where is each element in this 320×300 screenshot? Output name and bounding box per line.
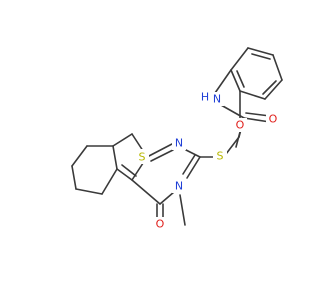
bond: [112, 145, 118, 170]
atom-symbol: O: [236, 119, 245, 132]
bond: [112, 133, 133, 147]
bond: [101, 168, 118, 195]
sulfur-atom-thiophene: S: [135, 149, 149, 164]
bond: [71, 165, 77, 190]
bond: [71, 145, 88, 167]
bond: [247, 47, 274, 56]
bond: [131, 179, 161, 205]
bond: [116, 168, 133, 181]
molecule-structure-diagram: S N H O O S N N: [71, 47, 283, 231]
bond: [146, 143, 173, 158]
bond: [264, 79, 283, 100]
bond: [182, 154, 196, 175]
bond: [262, 80, 277, 95]
bond: [185, 149, 201, 158]
bond: [150, 149, 174, 162]
bond: [225, 136, 240, 155]
bond: [272, 54, 283, 81]
sulfur-atom-thioether: S: [213, 148, 227, 163]
bond: [179, 194, 186, 226]
bond: [121, 164, 137, 177]
atom-symbol: N: [175, 137, 183, 150]
hydrogen-atom-amide: H: [199, 90, 211, 104]
bond: [239, 90, 266, 100]
nitrogen-atom-amide: N: [210, 92, 224, 106]
atom-symbol: N: [175, 180, 183, 193]
bond-layer: [71, 47, 283, 226]
bond: [235, 131, 241, 148]
atom-symbol: H: [201, 91, 209, 104]
oxygen-atom-amide: O: [266, 111, 280, 126]
bond: [243, 117, 271, 123]
bond: [75, 188, 103, 195]
bond: [230, 47, 249, 71]
atom-symbol: S: [217, 150, 224, 163]
bond: [236, 70, 245, 88]
atom-symbol: O: [269, 113, 278, 126]
atom-symbol: N: [213, 93, 221, 106]
nitrogen-atom-pyrimidine: N: [172, 136, 186, 150]
bond: [251, 53, 271, 60]
oxygen-atom-methoxy: O: [233, 118, 247, 132]
atom-label-layer: S N H O O S N N: [135, 90, 280, 231]
nitrogen-atom-methyl: N: [172, 179, 186, 193]
atom-symbol: S: [139, 151, 146, 164]
oxygen-atom-carbonyl: O: [153, 217, 167, 231]
atom-symbol: O: [156, 218, 165, 231]
bond: [214, 69, 232, 94]
bond: [159, 191, 175, 205]
bond: [186, 156, 201, 179]
bond: [230, 69, 241, 92]
